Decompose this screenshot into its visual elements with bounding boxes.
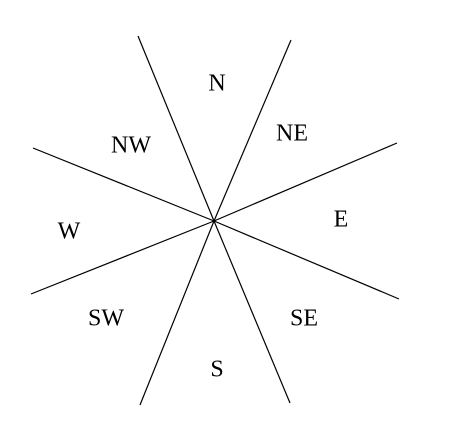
ray-east-southeast	[213, 220, 400, 300]
ray-east-northeast	[213, 142, 398, 222]
label-ne: NE	[276, 121, 308, 147]
compass-rays	[30, 35, 400, 406]
ray-north-northeast	[213, 39, 292, 222]
label-se: SE	[290, 306, 318, 332]
label-e: E	[334, 207, 349, 233]
ray-west-northwest	[32, 147, 215, 222]
ray-west-southwest	[30, 220, 215, 295]
label-s: S	[210, 357, 223, 383]
label-w: W	[58, 219, 81, 245]
ray-north-northwest	[137, 35, 215, 222]
ray-south-southeast	[213, 220, 291, 404]
direction-labels: N NE E SE S SW W NW	[58, 71, 349, 383]
label-nw: NW	[111, 133, 151, 159]
label-sw: SW	[88, 306, 124, 332]
ray-south-southwest	[139, 220, 215, 406]
label-n: N	[208, 71, 225, 97]
